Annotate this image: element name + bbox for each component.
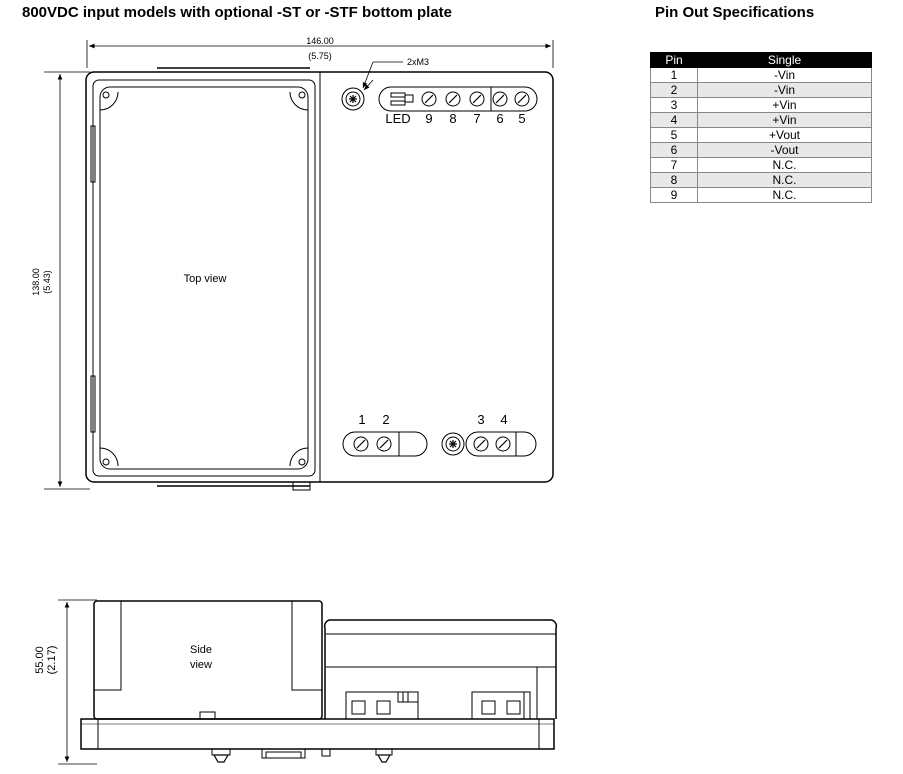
height-dimension-mm: 138.00 <box>31 268 41 296</box>
terminal-label-6: 6 <box>496 111 503 126</box>
pin-number: 2 <box>650 82 698 98</box>
side-terminal-block-right <box>471 691 531 720</box>
pin-table-header: Pin Single <box>650 52 872 68</box>
housing-outline <box>85 71 320 483</box>
m3-screw-bottom <box>441 432 465 456</box>
pin-function: -Vout <box>697 142 872 158</box>
pin-number: 6 <box>650 142 698 158</box>
side-height-in: (2.17) <box>46 646 58 675</box>
terminal-label-8: 8 <box>449 111 456 126</box>
table-row: 4+Vin <box>650 112 872 128</box>
terminal-block-top <box>378 86 538 112</box>
top-panel <box>99 86 309 470</box>
pin-function: +Vout <box>697 127 872 143</box>
terminal-label-1: 1 <box>358 412 365 427</box>
height-dimension-in: (5.43) <box>42 270 52 294</box>
side-view-label-1: Side <box>190 644 212 656</box>
m3-screw-top <box>341 87 365 111</box>
terminal-label-4: 4 <box>500 412 507 427</box>
bottom-plate <box>80 718 555 750</box>
pin-table-title: Pin Out Specifications <box>655 4 815 21</box>
side-terminal-block-left <box>345 691 419 720</box>
bottom-tab <box>292 481 311 491</box>
pin-out-table: Pin Single 1-Vin 2-Vin 3+Vin 4+Vin 5+Vou… <box>650 52 872 203</box>
table-row: 2-Vin <box>650 82 872 98</box>
pin-function: N.C. <box>697 187 872 203</box>
pin-number: 5 <box>650 127 698 143</box>
terminal-label-7: 7 <box>473 111 480 126</box>
terminal-label-3: 3 <box>477 412 484 427</box>
page-title: 800VDC input models with optional -ST or… <box>22 4 452 21</box>
pin-function: -Vin <box>697 67 872 83</box>
terminal-label-2: 2 <box>382 412 389 427</box>
led-label: LED <box>385 111 410 126</box>
table-row: 6-Vout <box>650 142 872 158</box>
pin-number: 4 <box>650 112 698 128</box>
pin-function: -Vin <box>697 82 872 98</box>
pin-number: 3 <box>650 97 698 113</box>
inner-frame <box>92 79 316 477</box>
terminal-label-5: 5 <box>518 111 525 126</box>
width-dimension-mm: 146.00 <box>306 36 334 46</box>
side-height-mm: 55.00 <box>34 646 46 674</box>
mounting-feet <box>211 748 393 763</box>
table-row: 1-Vin <box>650 67 872 83</box>
terminal-housing <box>320 71 554 483</box>
width-dimension-in: (5.75) <box>308 51 332 61</box>
side-housing-right <box>323 619 558 719</box>
pin-function: N.C. <box>697 172 872 188</box>
pin-number: 8 <box>650 172 698 188</box>
single-column-header: Single <box>697 52 872 68</box>
pin-function: +Vin <box>697 112 872 128</box>
pin-number: 7 <box>650 157 698 173</box>
terminal-block-input-pos <box>465 431 537 457</box>
table-row: 5+Vout <box>650 127 872 143</box>
pin-number: 9 <box>650 187 698 203</box>
pin-function: +Vin <box>697 97 872 113</box>
top-view <box>44 40 554 491</box>
pin-column-header: Pin <box>650 52 698 68</box>
pin-number: 1 <box>650 67 698 83</box>
terminal-label-9: 9 <box>425 111 432 126</box>
terminal-block-input-neg <box>342 431 428 457</box>
side-view <box>58 599 558 765</box>
top-view-label: Top view <box>184 273 227 285</box>
terminal-screws-top <box>421 91 530 107</box>
side-view-label-2: view <box>190 659 212 671</box>
table-row: 3+Vin <box>650 97 872 113</box>
pin-function: N.C. <box>697 157 872 173</box>
mount-label: 2xM3 <box>407 57 429 67</box>
led-indicator <box>390 92 414 106</box>
